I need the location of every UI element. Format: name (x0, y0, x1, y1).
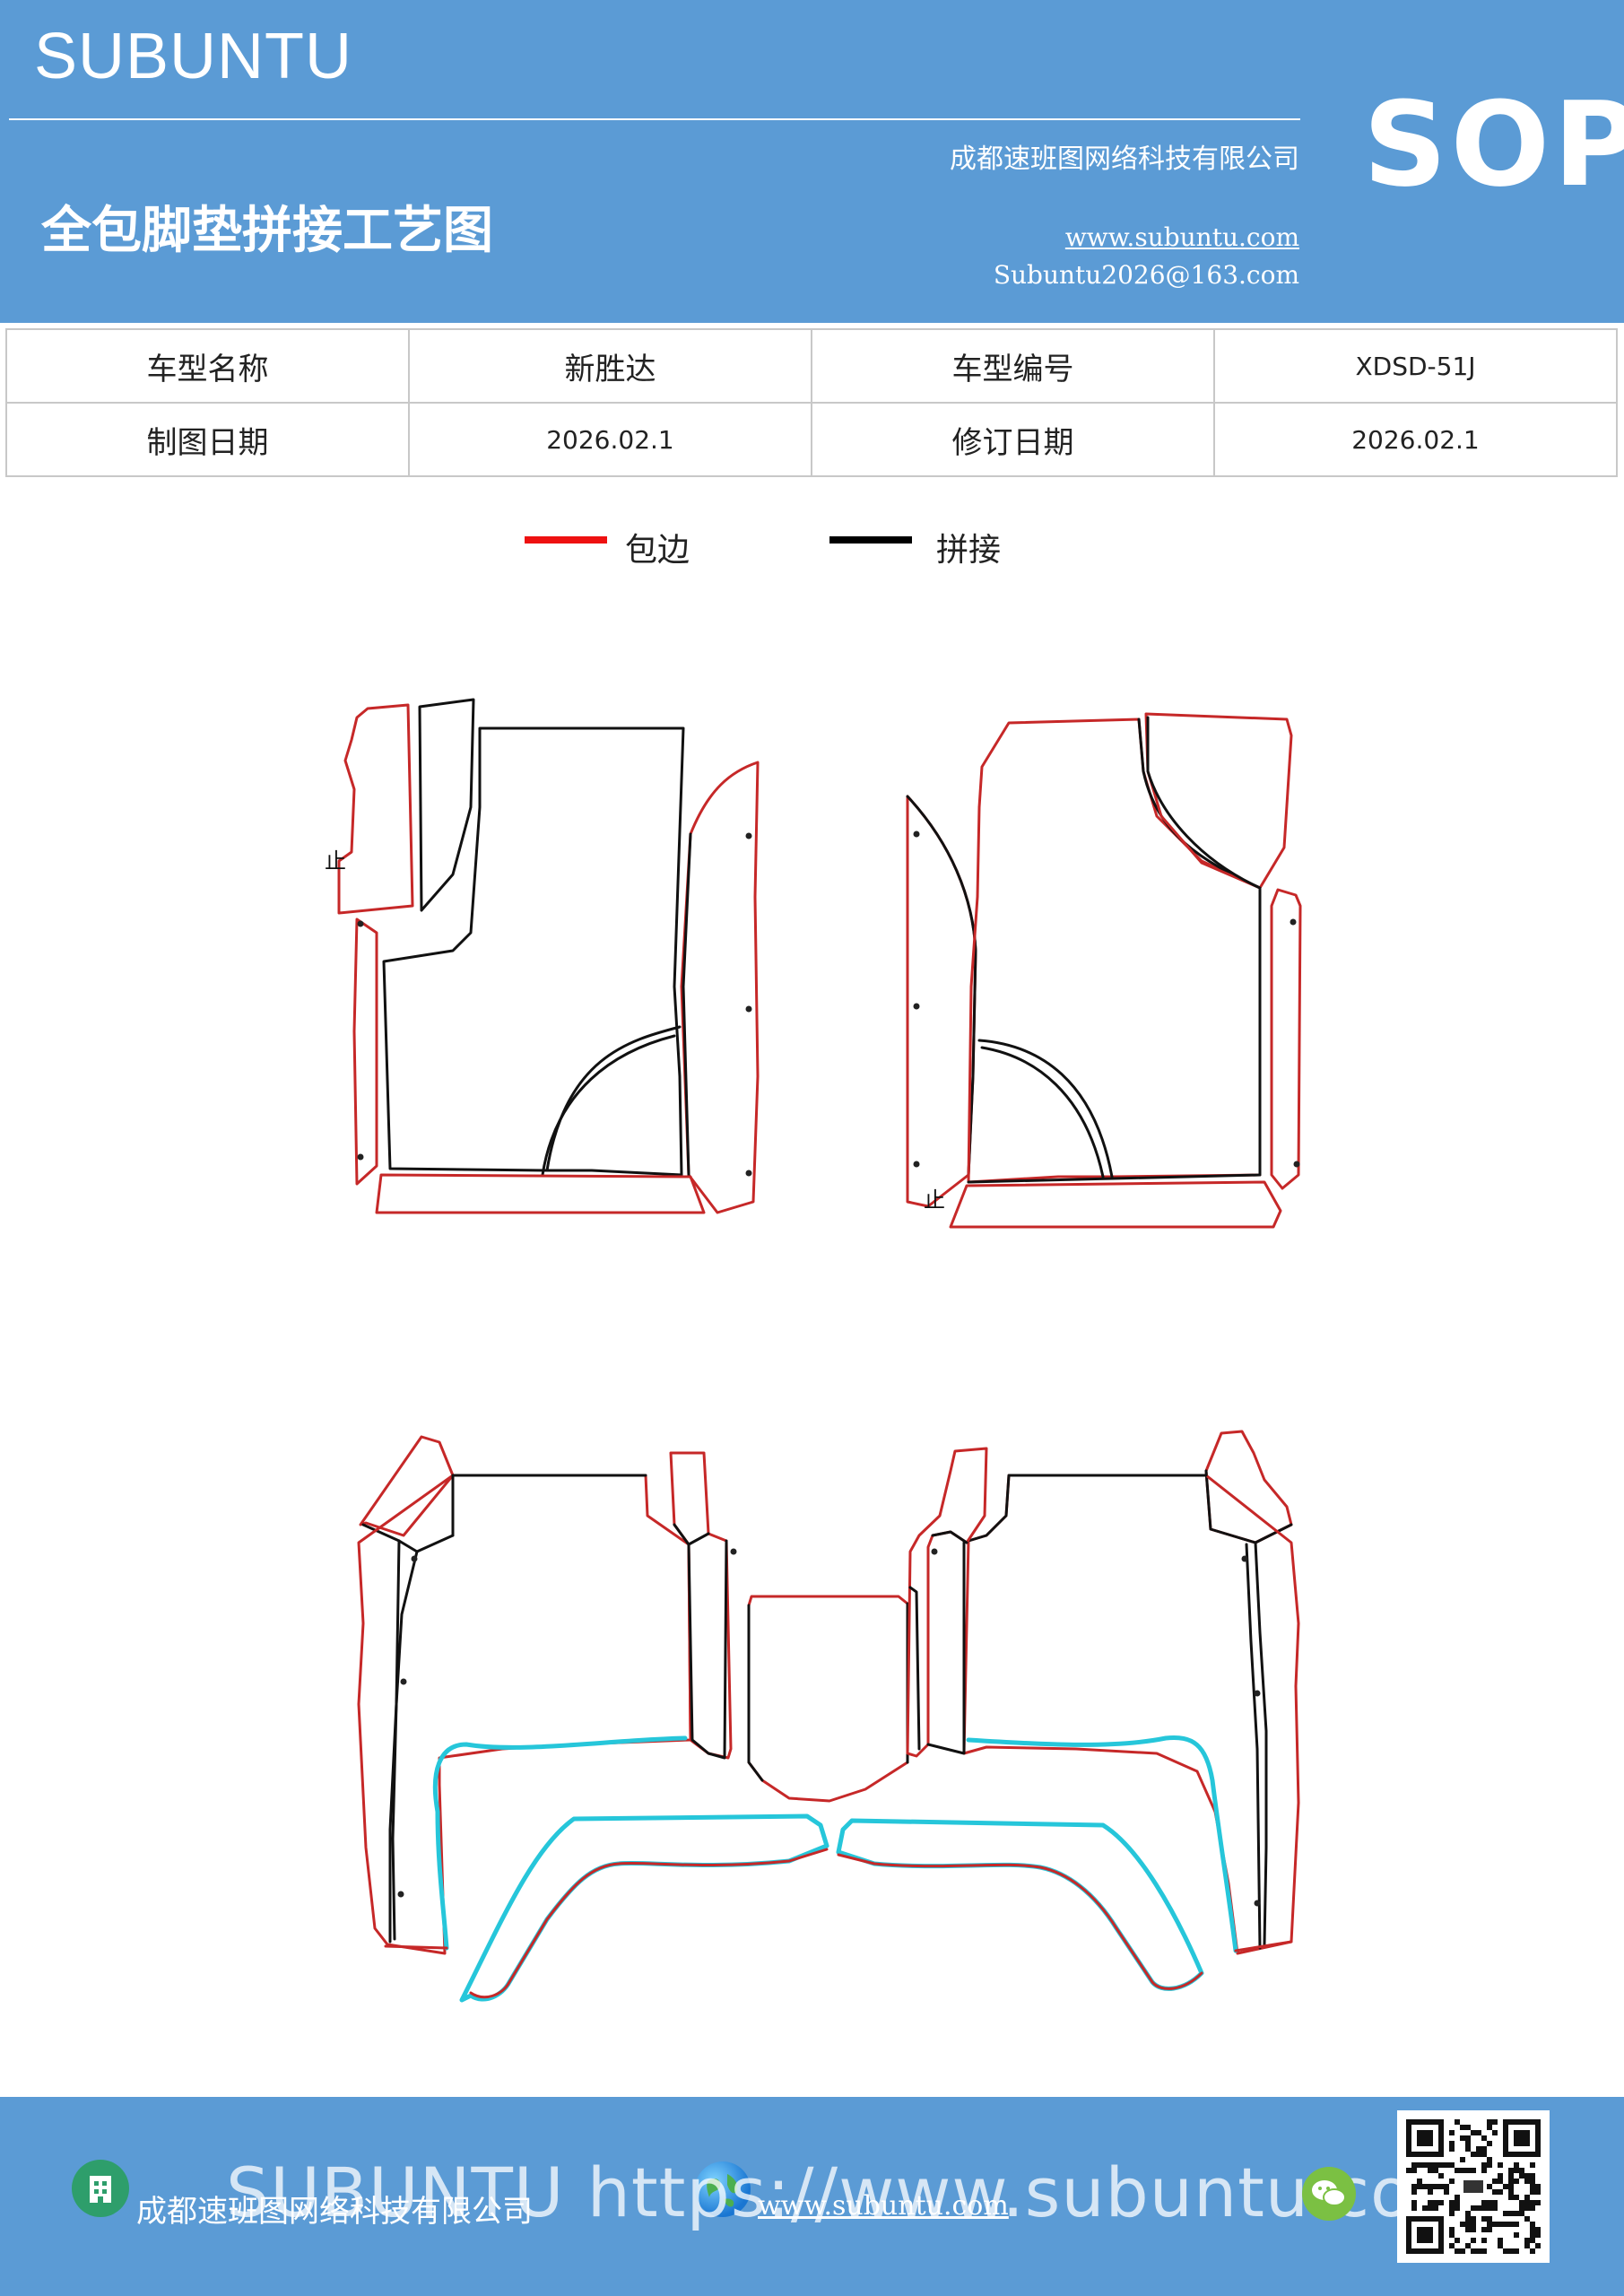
draw-date-value: 2026.02.1 (408, 402, 812, 477)
model-code-label: 车型编号 (811, 328, 1215, 404)
rear-left-mat (357, 1435, 909, 2003)
revise-date-value: 2026.02.1 (1213, 402, 1618, 477)
draw-date-label: 制图日期 (5, 402, 410, 477)
revise-date-label: 修订日期 (811, 402, 1215, 477)
model-name-label: 车型名称 (5, 328, 410, 404)
qr-code (1397, 2110, 1550, 2263)
brand-name: SUBUNTU (34, 21, 353, 92)
document-title: 全包脚垫拼接工艺图 (41, 201, 493, 260)
footer-website-link[interactable]: www.subuntu.com (758, 2190, 1009, 2222)
building-icon (72, 2160, 129, 2217)
model-code-value: XDSD-51J (1213, 328, 1618, 404)
stop-marker-right: 止 (924, 1187, 945, 1213)
edge-legend-label: 包边 (625, 532, 690, 569)
line-legend: 包边 拼接 (0, 527, 1624, 572)
footer-company-name: 成都速班图网络科技有限公司 (136, 2194, 533, 2230)
table-row: 车型名称 新胜达 车型编号 XDSD-51J (5, 328, 1618, 404)
table-row: 制图日期 2026.02.1 修订日期 2026.02.1 (5, 402, 1618, 477)
header-website-link[interactable]: www.subuntu.com (1064, 222, 1299, 252)
sop-badge: SOP (1363, 76, 1624, 213)
joint-legend-label: 拼接 (936, 532, 1002, 569)
company-name: 成都速班图网络科技有限公司 (950, 144, 1299, 175)
header-email: Subuntu2026@163.com (993, 260, 1299, 290)
footer-watermark: SUBUNTU https://www.subuntu.com (226, 2152, 1481, 2232)
front-left-mat (337, 698, 760, 1214)
page-footer: 成都速班图网络科技有限公司 www.subuntu.com SUBUNTU ht… (0, 2097, 1624, 2296)
globe-icon (695, 2161, 751, 2217)
header-divider (9, 118, 1300, 120)
wechat-icon (1302, 2167, 1356, 2221)
edge-swatch (525, 536, 607, 544)
stop-marker-left: 止 (325, 848, 346, 874)
model-name-value: 新胜达 (408, 328, 812, 404)
rear-right-mat (836, 1430, 1300, 1991)
page-header: SUBUNTU 成都速班图网络科技有限公司 全包脚垫拼接工艺图 www.subu… (0, 0, 1624, 323)
front-right-mat (906, 712, 1302, 1229)
model-info-table: 车型名称 新胜达 车型编号 XDSD-51J 制图日期 2026.02.1 修订… (5, 328, 1618, 477)
joint-swatch (829, 536, 912, 544)
